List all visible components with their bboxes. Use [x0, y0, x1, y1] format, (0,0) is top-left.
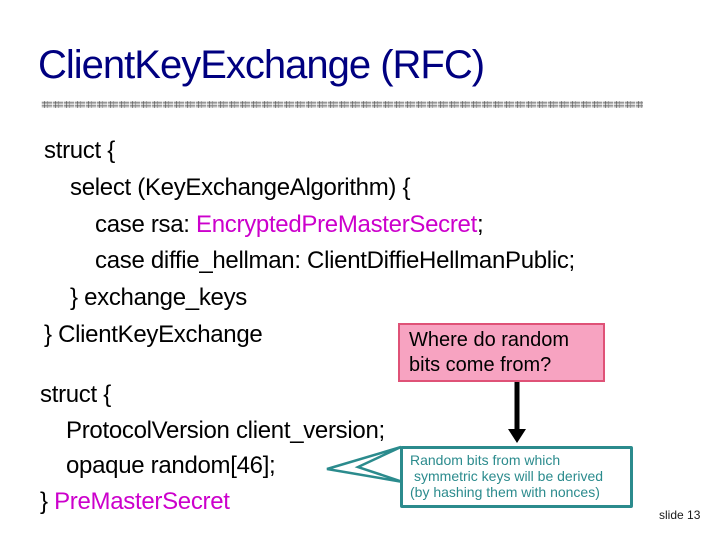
answer-callout-line: (by hashing them with nonces) [410, 484, 600, 500]
down-arrow-icon [508, 382, 526, 443]
code-line: case rsa: EncryptedPreMasterSecret; [44, 207, 575, 244]
code-text: } [40, 487, 55, 515]
code-line: struct { [44, 137, 115, 164]
code-line: struct { [40, 381, 111, 408]
code-line: } exchange_keys [70, 284, 247, 312]
code-line: select (KeyExchangeAlgorithm) { [70, 173, 411, 201]
title-underline-bar [41, 101, 643, 108]
code-text: ; [476, 210, 484, 238]
code-line: } PreMasterSecret [40, 484, 385, 520]
code-line: ProtocolVersion client_version; [66, 416, 385, 444]
question-callout-line: Where do random [409, 329, 570, 351]
code-text: case rsa: [95, 210, 197, 238]
code-block-premastersecret: struct { ProtocolVersion client_version;… [40, 377, 385, 519]
question-callout-line: bits come from? [409, 354, 552, 376]
code-highlight-premastersecret: PreMasterSecret [54, 487, 230, 515]
code-highlight-encryptedpremastersecret: EncryptedPreMasterSecret [196, 210, 477, 238]
code-line: case diffie_hellman: ClientDiffieHellman… [95, 247, 575, 275]
answer-callout: Random bits from which symmetric keys wi… [400, 446, 633, 508]
slide-number: slide 13 [659, 508, 701, 522]
answer-callout-line: Random bits from which [410, 452, 561, 468]
slide-title: ClientKeyExchange (RFC) [38, 43, 485, 87]
code-line: } ClientKeyExchange [44, 320, 263, 348]
answer-callout-line: symmetric keys will be derived [414, 468, 604, 484]
code-block-clientkeyexchange: struct { select (KeyExchangeAlgorithm) {… [44, 133, 575, 354]
code-line: opaque random[46]; [66, 452, 276, 480]
question-callout: Where do random bits come from? [398, 323, 605, 382]
